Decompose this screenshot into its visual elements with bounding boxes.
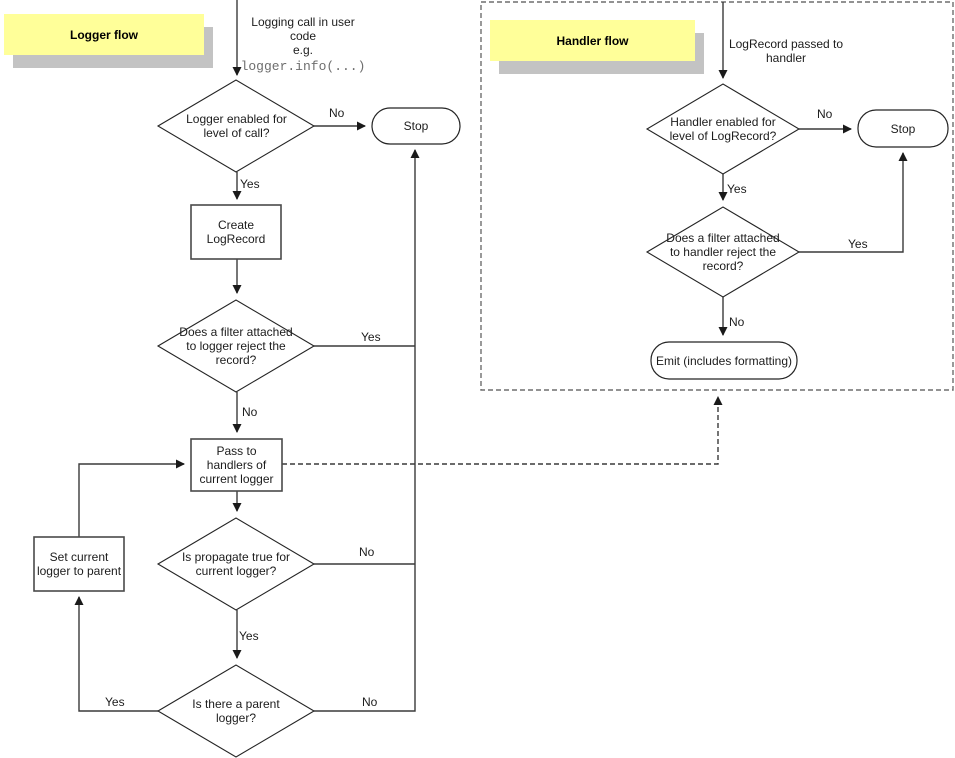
handler-start-caption: LogRecord passed to handler [728, 37, 844, 65]
terminator-handler-stop-text: Stop [890, 121, 916, 136]
process-set-current-logger-shape [33, 536, 125, 592]
process-pass-to-handlers-shape [190, 438, 283, 492]
process-create-logrecord-text: Create LogRecord [206, 218, 266, 246]
label-logger-filter-yes: Yes [361, 330, 381, 344]
edge-parent-no-up-to-stop [314, 149, 420, 712]
edge-handler-filter-yes-to-stop [799, 152, 908, 253]
label-handler-level-no: No [817, 107, 833, 121]
label-handler-filter-yes: Yes [848, 237, 868, 251]
handler-flow-title: Handler flow [556, 33, 629, 48]
terminator-emit-text: Emit (includes formatting) [655, 353, 793, 368]
decision-parent-logger-shape [156, 664, 316, 758]
logger-flow-title: Logger flow [70, 27, 138, 42]
label-parent-no: No [362, 695, 378, 709]
label-propagate-yes: Yes [239, 629, 259, 643]
decision-parent-logger-text: Is there a parent logger? [192, 697, 280, 725]
decision-logger-enabled-shape [156, 79, 316, 173]
logger-flow-title-note: Logger flow [4, 14, 204, 55]
label-handler-filter-no: No [729, 315, 745, 329]
edge-pass-to-handler-flow-dashed [282, 396, 723, 465]
decision-handler-enabled-text: Handler enabled for level of LogRecord? [669, 115, 777, 143]
label-propagate-no: No [359, 545, 375, 559]
decision-logger-filter-text: Does a filter attached to logger reject … [179, 325, 293, 367]
logger-start-caption: Logging call in user code e.g. [251, 15, 355, 57]
decision-handler-filter-text: Does a filter attached to handler reject… [666, 231, 780, 273]
edge-parent-yes-to-set-parent [74, 596, 158, 712]
process-create-logrecord-shape [190, 204, 282, 260]
terminator-logger-stop-text: Stop [403, 119, 429, 133]
process-pass-to-handlers-text: Pass to handlers of current logger [199, 444, 274, 486]
decision-propagate-text: Is propagate true for current logger? [181, 550, 291, 578]
label-logger-filter-no: No [242, 405, 258, 419]
label-logger-level-no: No [329, 106, 345, 120]
handler-flow-title-note: Handler flow [490, 20, 695, 61]
process-set-current-logger-text: Set current logger to parent [36, 550, 122, 578]
decision-logger-enabled-text: Logger enabled for level of call? [186, 112, 287, 140]
terminator-handler-stop-shape [857, 109, 949, 148]
decision-handler-enabled-shape [645, 83, 801, 175]
label-logger-level-yes: Yes [240, 177, 260, 191]
decision-handler-filter-shape [645, 206, 801, 298]
handler-flow-panel-border [480, 1, 954, 391]
logger-start-code: logger.info(...) [240, 59, 366, 74]
label-parent-yes: Yes [105, 695, 125, 709]
edge-set-parent-to-pass [78, 459, 185, 537]
terminator-logger-stop-shape [371, 107, 461, 145]
terminator-emit-shape [650, 341, 798, 380]
decision-propagate-shape [156, 517, 316, 611]
decision-logger-filter-shape [156, 299, 316, 393]
label-handler-level-yes: Yes [727, 182, 747, 196]
